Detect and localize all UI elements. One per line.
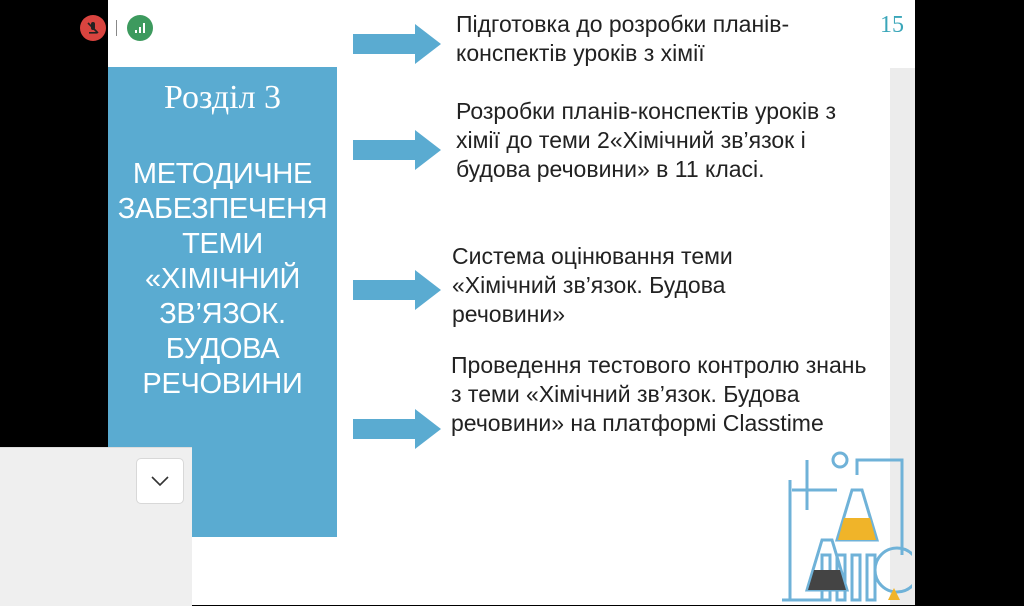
lab-equipment-illustration	[782, 451, 912, 602]
collapse-button[interactable]	[136, 458, 184, 504]
arrow-icon	[353, 270, 441, 310]
arrow-icon	[353, 130, 441, 170]
signal-icon[interactable]	[127, 15, 153, 41]
call-status-bar	[80, 15, 153, 41]
separator	[116, 20, 117, 36]
list-item: Розробки планів-конспектів уроків з хімі…	[456, 98, 837, 182]
list-item: Проведення тестового контролю знань з те…	[451, 352, 867, 436]
chevron-down-icon	[151, 476, 169, 487]
section-body: МЕТОДИЧНЕ ЗАБЕЗПЕЧЕНЯ ТЕМИ «ХІМІЧНИЙ ЗВ’…	[117, 158, 328, 400]
muted-mic-icon[interactable]	[80, 15, 106, 41]
page-number: 15	[880, 12, 904, 38]
section-box: Розділ 3 МЕТОДИЧНЕ ЗАБЕЗПЕЧЕНЯ ТЕМИ «ХІМ…	[108, 67, 337, 537]
list-item: Система оцінювання теми «Хімічний зв’язо…	[452, 243, 733, 327]
arrow-icon	[353, 409, 441, 449]
arrow-icon	[353, 24, 441, 64]
section-title: Розділ 3	[163, 79, 282, 116]
list-item: Підготовка до розробки планів-конспектів…	[456, 11, 790, 66]
